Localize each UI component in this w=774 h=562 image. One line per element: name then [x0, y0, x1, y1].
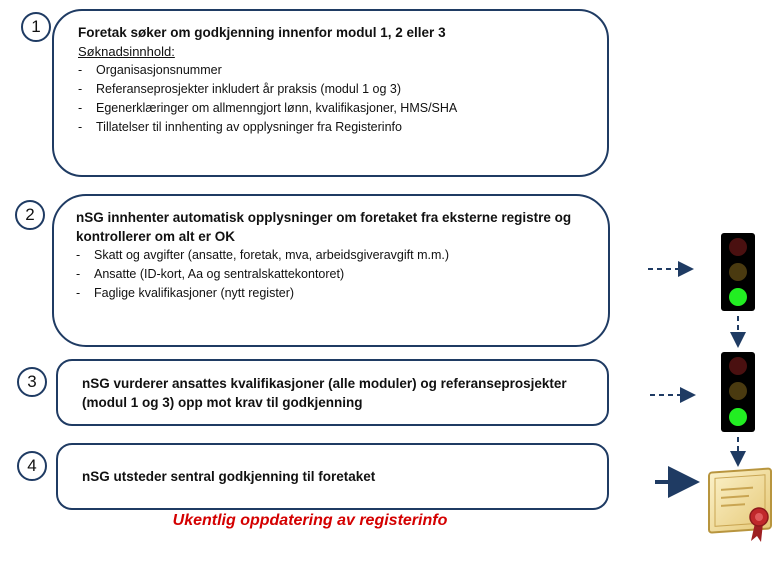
traffic-light-icon	[721, 352, 755, 432]
step-2-title: nSG innhenter automatisk opplysninger om…	[76, 210, 572, 244]
step-4-title: nSG utsteder sentral godkjenning til for…	[82, 469, 376, 484]
certificate-icon	[708, 467, 772, 542]
list-item: Referanseprosjekter inkludert år praksis…	[78, 80, 583, 99]
step-1-subtitle: Søknadsinnhold:	[78, 44, 175, 59]
step-1-box: Foretak søker om godkjenning innenfor mo…	[52, 9, 609, 177]
step-4-box: nSG utsteder sentral godkjenning til for…	[56, 443, 609, 510]
list-item: Ansatte (ID-kort, Aa og sentralskattekon…	[76, 265, 586, 284]
step-3-number: 3	[17, 367, 47, 397]
step-1-list: Organisasjonsnummer Referanseprosjekter …	[78, 61, 583, 137]
red-lamp	[729, 357, 747, 375]
list-item: Organisasjonsnummer	[78, 61, 583, 80]
step-1-title: Foretak søker om godkjenning innenfor mo…	[78, 25, 446, 40]
red-lamp	[729, 238, 747, 256]
step-1-number: 1	[21, 12, 51, 42]
yellow-lamp	[729, 263, 747, 281]
green-lamp	[729, 288, 747, 306]
green-lamp	[729, 408, 747, 426]
list-item: Faglige kvalifikasjoner (nytt register)	[76, 284, 586, 303]
list-item: Skatt og avgifter (ansatte, foretak, mva…	[76, 246, 586, 265]
step-2-list: Skatt og avgifter (ansatte, foretak, mva…	[76, 246, 586, 303]
yellow-lamp	[729, 382, 747, 400]
traffic-light-icon	[721, 233, 755, 311]
step-3-box: nSG vurderer ansattes kvalifikasjoner (a…	[56, 359, 609, 426]
step-2-box: nSG innhenter automatisk opplysninger om…	[52, 194, 610, 347]
list-item: Egenerklæringer om allmenngjort lønn, kv…	[78, 99, 583, 118]
step-2-number: 2	[15, 200, 45, 230]
footer-note: Ukentlig oppdatering av registerinfo	[172, 512, 448, 529]
list-item: Tillatelser til innhenting av opplysning…	[78, 118, 583, 137]
step-4-number: 4	[17, 451, 47, 481]
step-3-title: nSG vurderer ansattes kvalifikasjoner (a…	[82, 376, 567, 410]
